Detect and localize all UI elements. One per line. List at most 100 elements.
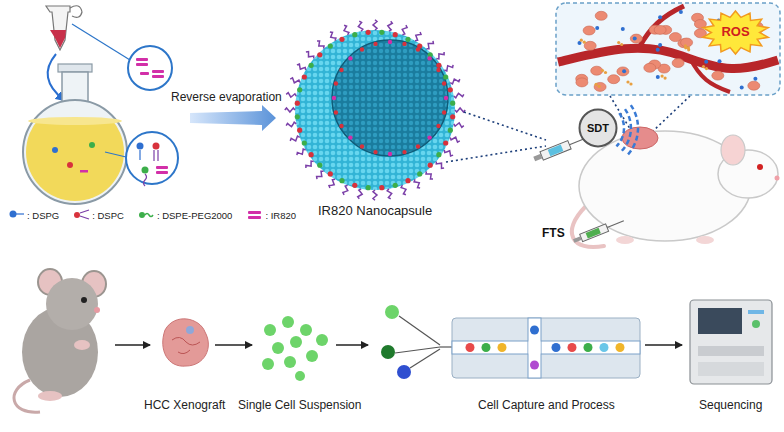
peg-chain bbox=[444, 150, 453, 156]
zoom-circles bbox=[72, 24, 178, 186]
drug-dot bbox=[705, 67, 708, 70]
peg-chain bbox=[285, 108, 295, 112]
single-cells-part bbox=[440, 346, 452, 347]
lipid-head bbox=[416, 144, 420, 148]
legend-text: : DSPC bbox=[92, 210, 124, 221]
lipid-head bbox=[348, 56, 352, 60]
lipid-head bbox=[393, 32, 398, 37]
node-text: SDT bbox=[587, 122, 609, 135]
legend-item: : DSPG bbox=[8, 209, 59, 221]
lipid-head bbox=[317, 52, 322, 57]
peg-chain bbox=[373, 190, 377, 200]
legend-swatch-part bbox=[145, 214, 153, 217]
lipid-head bbox=[348, 135, 352, 139]
lipid-head bbox=[352, 183, 357, 188]
nanocapsule-part bbox=[332, 40, 448, 156]
cell-suspension bbox=[262, 316, 328, 381]
legend-swatch-part bbox=[139, 212, 145, 218]
flow-arrows-part bbox=[336, 344, 368, 346]
peg-chain bbox=[373, 20, 377, 30]
lipid-head bbox=[339, 178, 344, 183]
lipid-head bbox=[444, 96, 448, 100]
lipid-head bbox=[332, 96, 336, 100]
drug-dot bbox=[702, 65, 705, 68]
drug-dot bbox=[626, 80, 629, 83]
microfluidic-chip-part bbox=[584, 343, 593, 352]
mouse-right-part bbox=[775, 176, 780, 181]
mouse-left bbox=[14, 269, 106, 412]
peg-chain bbox=[388, 21, 393, 31]
cell-suspension-part bbox=[316, 334, 328, 346]
lipid-head bbox=[373, 150, 377, 154]
mouse-left-part bbox=[81, 297, 87, 303]
nanocapsule-dot bbox=[658, 43, 662, 47]
lipid-head bbox=[309, 152, 314, 157]
single-cells-part bbox=[410, 349, 440, 368]
tumor-zoom-part bbox=[556, 3, 780, 95]
lipid-head bbox=[295, 101, 300, 106]
process-arrow bbox=[190, 105, 276, 131]
zoom-circles-part bbox=[72, 24, 130, 60]
flow-arrows-part bbox=[645, 344, 682, 346]
microfluidic-chip-part bbox=[530, 326, 539, 335]
product-label: IR820 Nanocapsule bbox=[318, 203, 432, 219]
lipid-head bbox=[388, 40, 392, 44]
xenograft-tumor-part bbox=[172, 337, 200, 353]
tumor-cell bbox=[681, 38, 693, 47]
legend-item: : DSPC bbox=[73, 209, 124, 221]
lipid-head bbox=[393, 183, 398, 188]
lipid-head bbox=[379, 30, 384, 35]
peg-chain bbox=[436, 161, 444, 168]
drug-dot bbox=[664, 77, 667, 80]
peg-chain bbox=[297, 64, 306, 70]
lipid-head bbox=[416, 47, 420, 51]
tumor-cell bbox=[576, 78, 588, 87]
lipid-head bbox=[302, 74, 307, 79]
tumor-zoom-part bbox=[690, 58, 730, 92]
peg-chain bbox=[330, 32, 336, 41]
peg-chain bbox=[317, 41, 324, 49]
fts-syringe-part bbox=[573, 236, 582, 243]
lipid-head bbox=[427, 135, 431, 139]
treatment-label: FTS bbox=[542, 226, 565, 240]
mouse-right-part bbox=[616, 236, 634, 244]
nanocapsule bbox=[285, 20, 465, 200]
drug-dot bbox=[598, 85, 601, 88]
eppendorf-tube-part bbox=[70, 6, 82, 18]
peg-chain bbox=[358, 189, 363, 199]
tumor-zoom-part bbox=[640, 6, 684, 46]
round-bottom-flask-part bbox=[89, 142, 95, 148]
eppendorf-tube-part bbox=[50, 30, 66, 48]
lipid-head bbox=[379, 185, 384, 190]
round-bottom-flask-part bbox=[80, 170, 88, 173]
zoom-circles-part-part bbox=[152, 70, 164, 73]
peg-chain bbox=[329, 179, 335, 188]
lipid-head bbox=[450, 101, 455, 106]
lipid-head bbox=[417, 171, 422, 176]
microfluidic-chip-part bbox=[528, 318, 541, 378]
legend-swatch-part bbox=[80, 210, 89, 219]
nanocapsule-dot bbox=[704, 60, 708, 64]
nanocapsule-dot bbox=[656, 75, 660, 79]
nanocapsule-dot bbox=[633, 37, 637, 41]
peg-chain bbox=[450, 137, 460, 142]
peg-chain bbox=[426, 171, 433, 179]
peg-chain bbox=[290, 78, 300, 83]
legend-swatch bbox=[246, 209, 263, 221]
single-cells bbox=[381, 305, 452, 379]
round-bottom-flask-part bbox=[28, 117, 122, 125]
zoom-circles-part bbox=[144, 174, 147, 186]
zoom-circles-part bbox=[153, 143, 160, 150]
lipid-head bbox=[339, 124, 343, 128]
peg-chain bbox=[358, 21, 363, 31]
dotted-leaders-part bbox=[446, 146, 546, 162]
peg-chain bbox=[344, 25, 349, 35]
process-label: Reverse evaporation bbox=[171, 90, 282, 104]
nanocapsule-dot bbox=[718, 59, 722, 63]
zoom-circles-part-part bbox=[136, 58, 148, 61]
peg-chain bbox=[343, 185, 348, 195]
lipid-head bbox=[309, 63, 314, 68]
legend: : DSPG: DSPC: DSPE-PEG2000: IR820 bbox=[8, 209, 310, 221]
legend-swatch-part bbox=[74, 212, 80, 218]
lipid-head bbox=[450, 114, 455, 119]
